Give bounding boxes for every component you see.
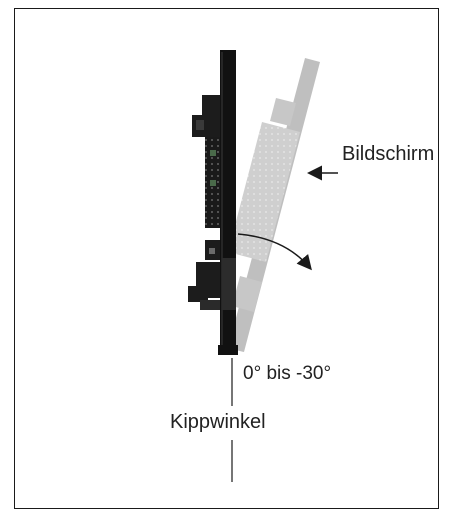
tilt-range-label: 0° bis -30° <box>243 363 332 384</box>
monitor-foot <box>218 345 238 355</box>
figure-frame <box>14 8 439 509</box>
back-panel <box>205 118 220 228</box>
tilt-arc-arrow <box>237 233 312 271</box>
tilted-monitor-ghost <box>218 58 320 352</box>
lower-bracket <box>188 240 236 310</box>
upper-bracket <box>192 95 220 137</box>
tilt-angle-label: Kippwinkel <box>170 411 266 433</box>
screen-label: Bildschirm <box>342 143 435 165</box>
